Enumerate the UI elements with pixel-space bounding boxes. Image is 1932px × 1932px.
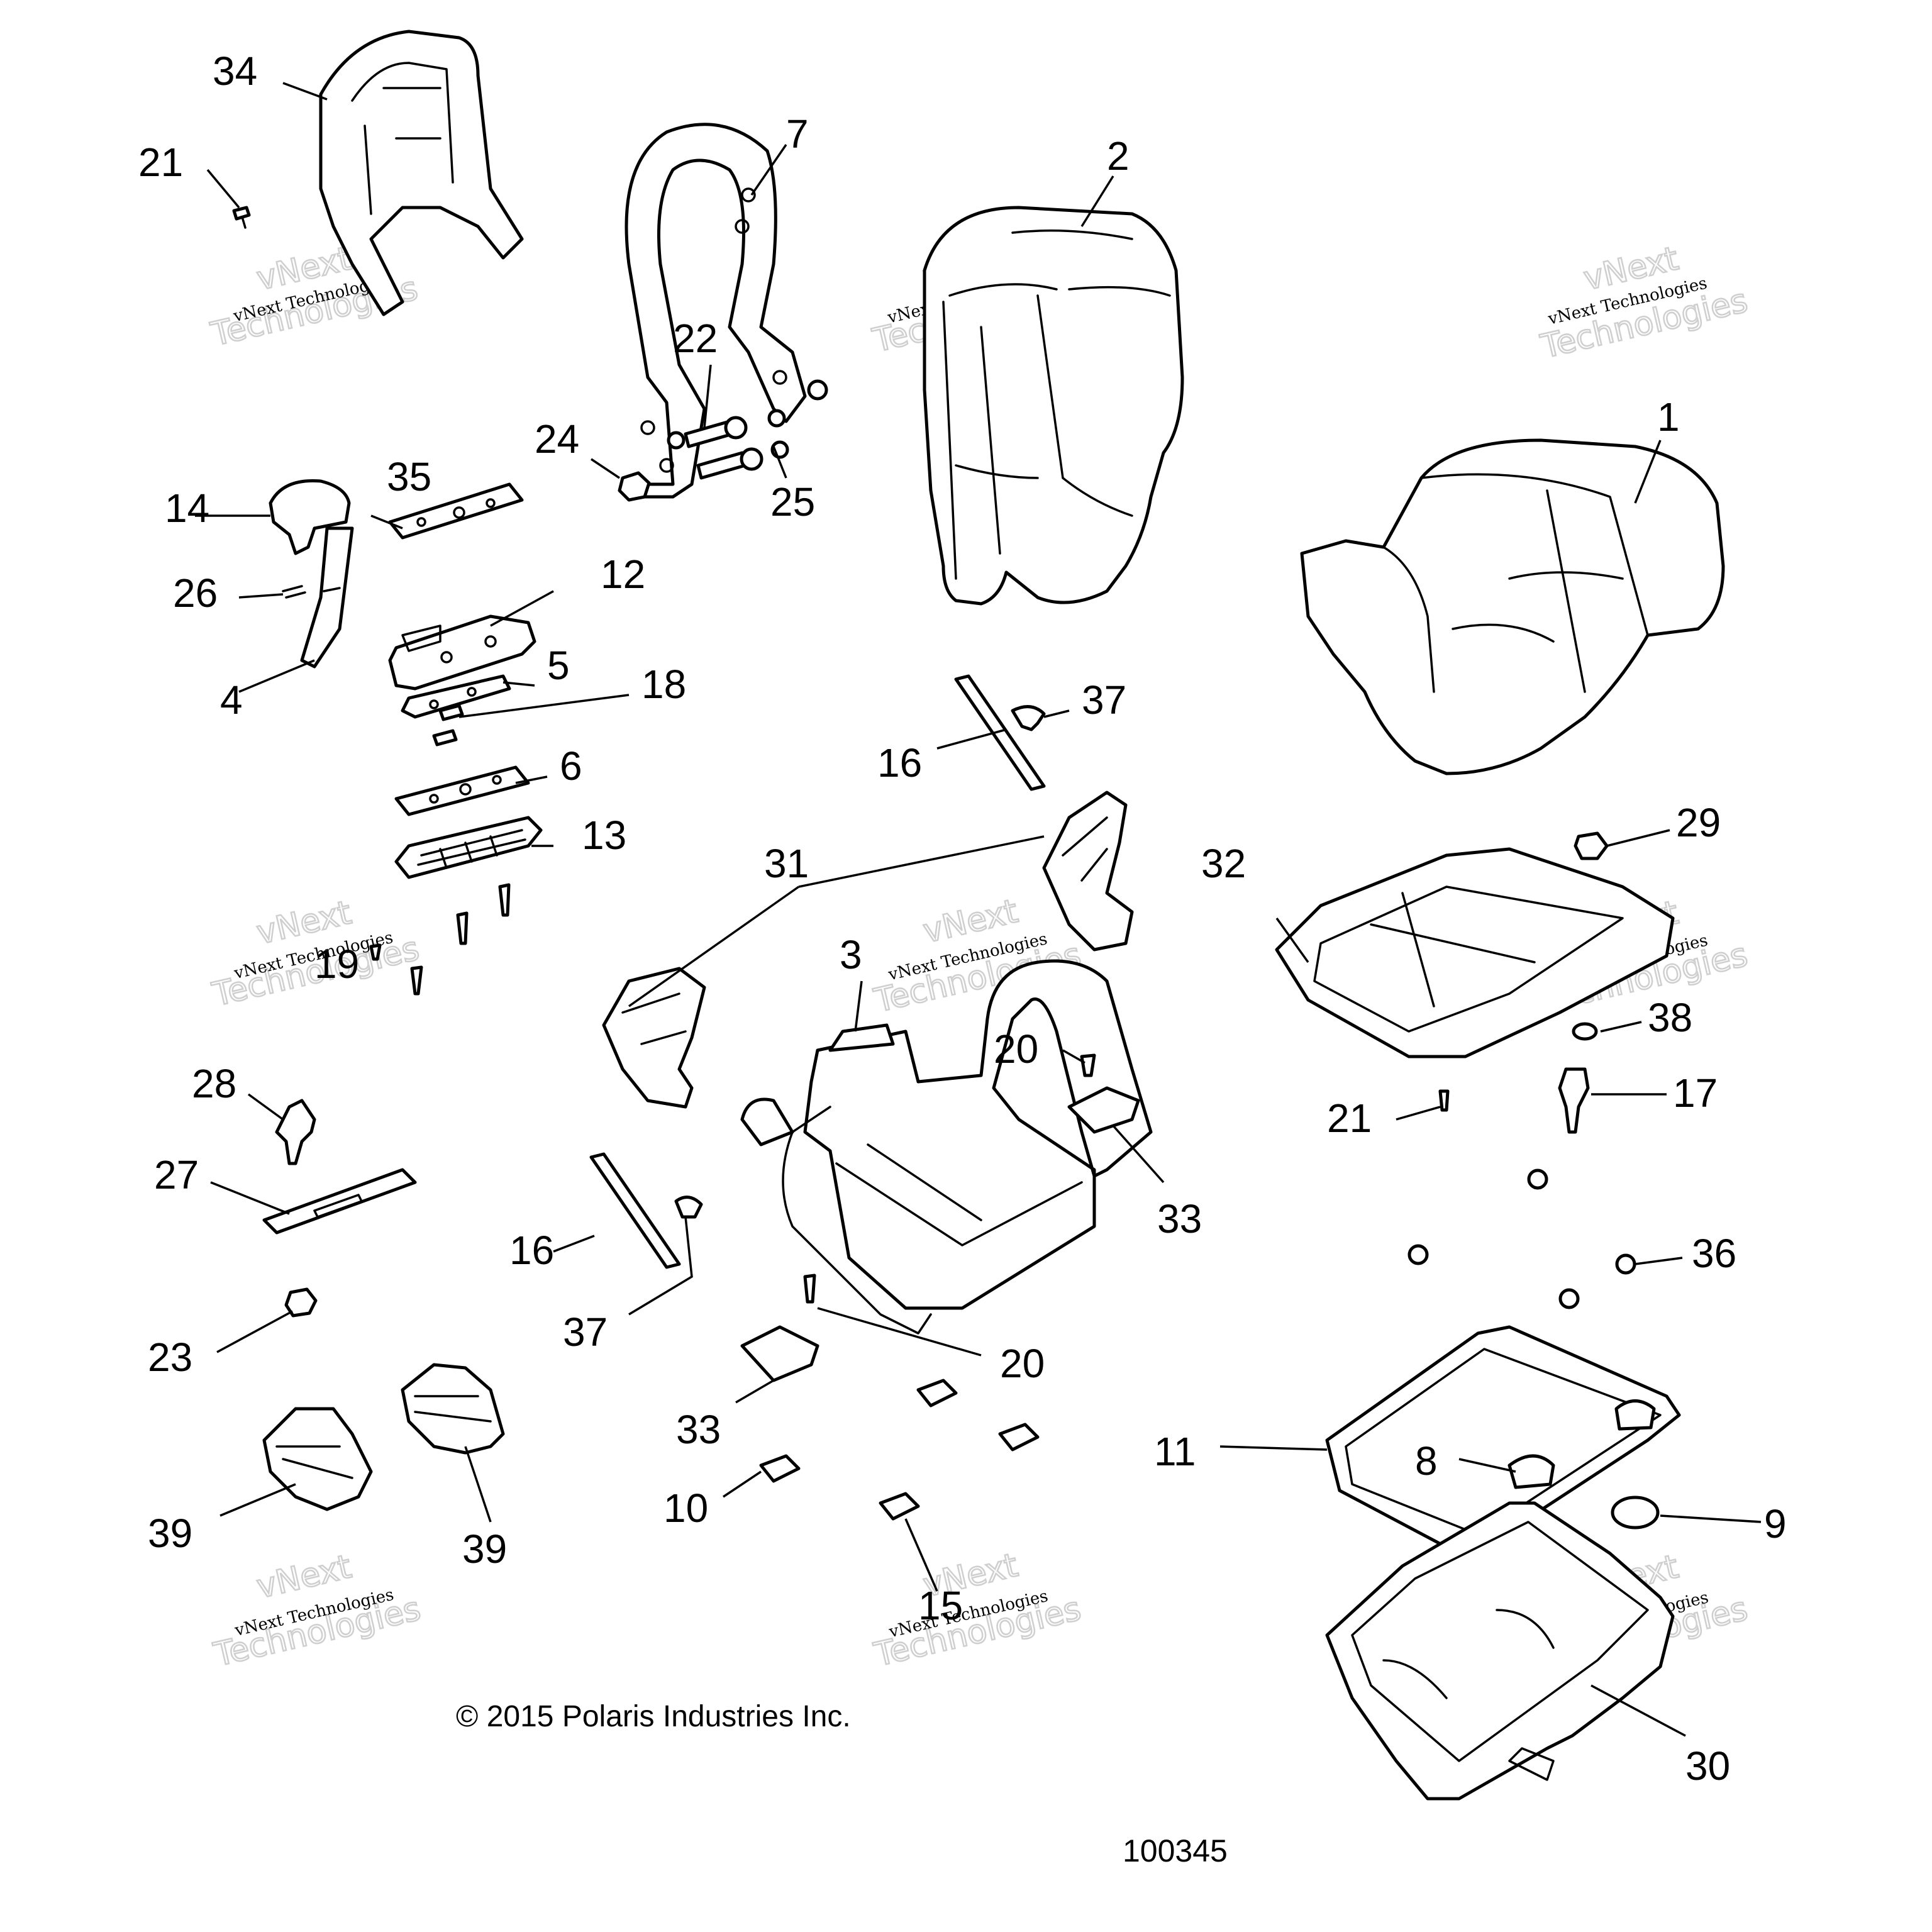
- callout-20-top: 20: [994, 1026, 1038, 1072]
- part-springs-18: [432, 704, 464, 747]
- callout-37-top: 37: [1082, 677, 1126, 723]
- part-cover-12: [388, 614, 536, 691]
- part-screw-20-top: [1080, 1053, 1096, 1077]
- callout-30: 30: [1685, 1743, 1730, 1789]
- part-nut-29: [1574, 831, 1609, 860]
- part-nut-24: [618, 471, 651, 502]
- part-switch-39-left: [262, 1407, 373, 1511]
- part-grommets-8: [1507, 1399, 1656, 1489]
- part-push-pin-28: [275, 1099, 316, 1165]
- part-grid-pad-13: [394, 816, 543, 879]
- callout-28: 28: [192, 1061, 236, 1106]
- callout-39-right: 39: [462, 1526, 507, 1572]
- callout-31: 31: [764, 841, 809, 886]
- callout-21-top: 21: [138, 140, 183, 185]
- callout-2: 2: [1107, 133, 1130, 179]
- part-seat-bottom-cushion: [1300, 438, 1725, 775]
- part-back-frame: [625, 123, 807, 499]
- part-seat-back-cushion: [923, 206, 1184, 606]
- callout-26: 26: [173, 570, 218, 616]
- callout-5: 5: [547, 643, 570, 688]
- callout-19: 19: [314, 941, 359, 987]
- part-slotted-plate-27: [262, 1168, 417, 1235]
- callout-34: 34: [213, 48, 257, 94]
- callout-16-bottom: 16: [509, 1228, 554, 1273]
- part-clip-37-top: [1011, 705, 1046, 731]
- part-belt-bracket-left: [602, 967, 706, 1109]
- callout-8: 8: [1415, 1438, 1438, 1484]
- callout-23: 23: [148, 1335, 192, 1380]
- part-handle-lever: [269, 479, 354, 669]
- callout-32: 32: [1201, 841, 1246, 886]
- callout-21-right: 21: [1327, 1096, 1372, 1141]
- part-pins-26: [282, 585, 306, 599]
- part-push-rivets-36: [1407, 1169, 1636, 1309]
- copyright-notice: © 2015 Polaris Industries Inc.: [456, 1700, 851, 1733]
- callout-37-bottom: 37: [563, 1309, 608, 1355]
- leader-lines: [195, 82, 1762, 1737]
- callout-27: 27: [154, 1152, 199, 1197]
- callout-29: 29: [1676, 800, 1721, 845]
- callout-20-bottom: 20: [1000, 1341, 1045, 1386]
- callout-4: 4: [220, 677, 243, 723]
- part-plate-6: [394, 765, 530, 816]
- callout-7: 7: [786, 111, 809, 157]
- part-plug-9: [1611, 1496, 1660, 1530]
- part-gasket-11: [1325, 1325, 1681, 1549]
- callout-25: 25: [770, 479, 815, 525]
- part-screw-21-top: [232, 206, 251, 229]
- part-latch-rod-16-top: [954, 674, 1046, 791]
- part-screw-20-bottom: [803, 1274, 816, 1304]
- part-push-pin-17: [1558, 1067, 1590, 1134]
- part-nut-23: [284, 1287, 318, 1318]
- callout-14: 14: [165, 486, 209, 531]
- callout-16-top: 16: [877, 740, 922, 786]
- callout-15: 15: [918, 1583, 963, 1628]
- callout-33-left: 33: [676, 1407, 721, 1452]
- part-plate-35: [388, 482, 524, 540]
- callout-9: 9: [1764, 1501, 1787, 1546]
- callout-17: 17: [1673, 1070, 1718, 1116]
- callout-3: 3: [840, 932, 862, 977]
- callout-labels: 34 21 7 2 22 24 25 1 35 14 12 26 5 4 18 …: [138, 48, 1787, 1789]
- part-switch-39-right: [401, 1363, 505, 1455]
- part-washer-38: [1572, 1022, 1598, 1041]
- callout-39-left: 39: [148, 1511, 192, 1556]
- callout-35: 35: [387, 454, 431, 499]
- part-storage-tub-30: [1325, 1501, 1675, 1801]
- part-latch-rod-16-bottom: [589, 1152, 681, 1269]
- callout-38: 38: [1648, 995, 1692, 1040]
- part-belt-bracket-right: [1042, 791, 1134, 952]
- part-trim-33-left: [740, 1325, 819, 1382]
- callout-33-right: 33: [1157, 1196, 1202, 1241]
- callout-24: 24: [535, 416, 579, 462]
- part-trim-33-right: [1067, 1086, 1140, 1134]
- callout-10: 10: [663, 1485, 708, 1531]
- part-screw-21-right: [1438, 1089, 1450, 1112]
- callout-18: 18: [641, 662, 686, 707]
- part-u-nuts: [759, 1379, 1040, 1521]
- callout-36: 36: [1692, 1231, 1736, 1276]
- part-seat-pan-32: [1275, 847, 1675, 1058]
- callout-13: 13: [582, 813, 626, 858]
- part-clip-37-bottom: [674, 1196, 703, 1219]
- part-seat-frame: [740, 959, 1153, 1335]
- callout-6: 6: [560, 743, 582, 789]
- callout-12: 12: [601, 552, 645, 597]
- diagram-number: 100345: [1123, 1833, 1228, 1868]
- part-headrest-shell: [319, 30, 524, 316]
- callout-1: 1: [1657, 394, 1680, 440]
- part-frame-bolts: [667, 379, 828, 480]
- parts: [232, 30, 1725, 1801]
- part-screws-19: [369, 883, 511, 996]
- callout-11: 11: [1154, 1429, 1196, 1474]
- callout-22: 22: [673, 316, 718, 361]
